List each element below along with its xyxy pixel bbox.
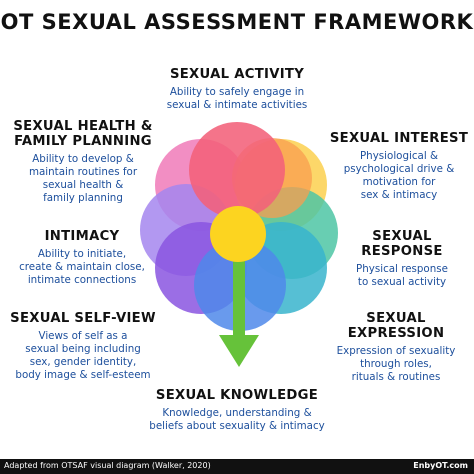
section-sexual-expression: SEXUAL EXPRESSION Expression of sexualit… <box>320 311 472 384</box>
desc-line: motivation for <box>362 176 436 188</box>
section-sexual-health: SEXUAL HEALTH & FAMILY PLANNING Ability … <box>8 119 158 205</box>
desc-line: body image & self-esteem <box>15 369 151 381</box>
desc-line: Physiological & <box>359 150 439 162</box>
heading-sexual-health: SEXUAL HEALTH & FAMILY PLANNING <box>8 119 158 149</box>
footer-attribution: Adapted from OTSAF visual diagram (Walke… <box>4 461 211 470</box>
desc-sexual-expression: Expression of sexuality through roles, r… <box>320 345 472 384</box>
heading-sexual-self-view: SEXUAL SELF-VIEW <box>10 311 156 326</box>
desc-line: intimate connections <box>27 274 137 286</box>
desc-line: Expression of sexuality <box>336 345 456 357</box>
section-sexual-interest: SEXUAL INTEREST Physiological & psycholo… <box>326 131 472 202</box>
heading-line: FAMILY PLANNING <box>14 134 152 149</box>
heading-intimacy: INTIMACY <box>44 229 120 244</box>
heading-sexual-activity: SEXUAL ACTIVITY <box>169 67 305 82</box>
flower-center <box>210 206 266 262</box>
diagram-title: OT SEXUAL ASSESSMENT FRAMEWORK <box>0 10 474 34</box>
desc-line: to sexual activity <box>357 276 447 288</box>
section-sexual-response: SEXUAL RESPONSE Physical response to sex… <box>332 229 472 289</box>
section-sexual-activity: SEXUAL ACTIVITY Ability to safely engage… <box>147 67 327 112</box>
desc-sexual-health: Ability to develop & maintain routines f… <box>8 153 158 205</box>
section-sexual-self-view: SEXUAL SELF-VIEW Views of self as a sexu… <box>4 311 162 382</box>
desc-line: through roles, <box>360 358 432 370</box>
desc-sexual-self-view: Views of self as a sexual being includin… <box>4 330 162 382</box>
desc-intimacy: Ability to initiate, create & maintain c… <box>8 248 156 287</box>
section-intimacy: INTIMACY Ability to initiate, create & m… <box>8 229 156 287</box>
desc-line: Ability to safely engage in <box>169 86 305 98</box>
heading-line: SEXUAL HEALTH & <box>13 119 153 134</box>
desc-sexual-response: Physical response to sexual activity <box>332 263 472 289</box>
desc-line: beliefs about sexuality & intimacy <box>149 420 325 432</box>
desc-line: Physical response <box>356 263 448 275</box>
heading-sexual-knowledge: SEXUAL KNOWLEDGE <box>155 388 319 403</box>
desc-line: rituals & routines <box>351 371 441 383</box>
heading-sexual-response: SEXUAL RESPONSE <box>361 229 443 259</box>
desc-line: psychological drive & <box>343 163 455 175</box>
desc-line: maintain routines for <box>28 166 138 178</box>
flower-stem <box>233 245 245 337</box>
desc-line: create & maintain close, <box>19 261 145 273</box>
desc-line: sexual & intimate activities <box>166 99 308 111</box>
desc-sexual-interest: Physiological & psychological drive & mo… <box>326 150 472 202</box>
petal-top <box>189 122 285 218</box>
desc-line: sex, gender identity, <box>29 356 137 368</box>
section-sexual-knowledge: SEXUAL KNOWLEDGE Knowledge, understandin… <box>127 388 347 433</box>
stem-arrow-head <box>219 335 259 367</box>
footer-site: EnbyOT.com <box>413 461 468 470</box>
heading-sexual-expression: SEXUAL EXPRESSION <box>347 311 445 341</box>
desc-line: Views of self as a <box>38 330 128 342</box>
desc-line: Knowledge, understanding & <box>162 407 312 419</box>
heading-sexual-interest: SEXUAL INTEREST <box>329 131 469 146</box>
footer-bar <box>0 459 474 474</box>
desc-line: Ability to develop & <box>32 153 134 165</box>
desc-line: sexual being including <box>25 343 141 355</box>
desc-sexual-knowledge: Knowledge, understanding & beliefs about… <box>127 407 347 433</box>
desc-line: sex & intimacy <box>360 189 438 201</box>
desc-line: Ability to initiate, <box>37 248 127 260</box>
desc-line: sexual health & <box>42 179 124 191</box>
desc-line: family planning <box>43 192 123 204</box>
desc-sexual-activity: Ability to safely engage in sexual & int… <box>147 86 327 112</box>
